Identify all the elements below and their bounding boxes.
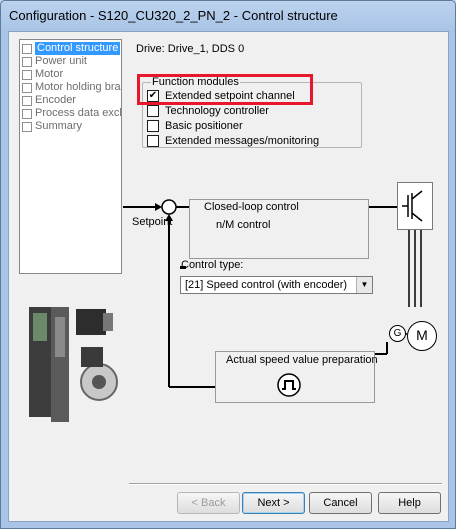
nav-item-power-unit[interactable]: Power unit (20, 55, 121, 68)
nav-item-encoder[interactable]: Encoder (20, 94, 121, 107)
checkbox-label: Extended messages/monitoring (165, 135, 320, 147)
product-images (21, 287, 121, 447)
function-modules-title: Function modules (151, 76, 240, 88)
checkbox-label: Technology controller (165, 105, 269, 117)
nav-checkbox (22, 70, 32, 80)
nav-item-label: Control structure (35, 42, 121, 55)
control-type-select[interactable]: [21] Speed control (with encoder) ▼ (180, 276, 373, 294)
closed-loop-title: Closed-loop control (204, 201, 299, 213)
diagram-lines (123, 199, 422, 388)
control-structure-diagram: Setpoint - Closed-loop control n/M contr… (117, 167, 447, 403)
actual-speed-label: Actual speed value preparation (226, 354, 378, 366)
button-separator (129, 483, 442, 485)
function-modules-group: Function modules ✔ Extended setpoint cha… (142, 76, 362, 148)
title-bar: Configuration - S120_CU320_2_PN_2 - Cont… (1, 1, 455, 31)
checkbox-box (147, 135, 159, 147)
drive-label: Drive: Drive_1, DDS 0 (136, 43, 245, 55)
encoder-symbol: G (389, 325, 406, 342)
nav-checkbox (22, 96, 32, 106)
setpoint-label: Setpoint (132, 216, 173, 228)
next-button[interactable]: Next > (242, 492, 305, 514)
cancel-button[interactable]: Cancel (309, 492, 372, 514)
nav-item-label: Motor holding brake (35, 81, 121, 93)
control-type-value: [21] Speed control (with encoder) (185, 279, 348, 291)
actual-speed-block: Actual speed value preparation (215, 351, 378, 403)
check-icon: ✔ (147, 90, 159, 102)
drive-hardware-image (29, 307, 118, 422)
nav-item-control-structure[interactable]: Control structure (20, 42, 121, 55)
nav-checkbox (22, 122, 32, 132)
control-type-label: Control type: (181, 259, 244, 271)
navigation-tree: Control structure Power unit Motor Motor… (19, 39, 122, 274)
checkbox-label: Basic positioner (165, 120, 243, 132)
dialog-client-area: Control structure Power unit Motor Motor… (8, 31, 449, 522)
nav-item-summary[interactable]: Summary (20, 120, 121, 133)
highlight-rectangle (137, 74, 313, 105)
back-button[interactable]: < Back (177, 492, 240, 514)
nav-item-label: Encoder (35, 94, 76, 106)
pulse-encoder-icon (277, 373, 301, 397)
checkbox-box (147, 120, 159, 132)
nav-item-label: Power unit (35, 55, 87, 67)
closed-loop-control-block: Closed-loop control n/M control (189, 199, 369, 259)
nav-checkbox (22, 44, 32, 54)
nav-item-label: Summary (35, 120, 83, 132)
help-button[interactable]: Help (378, 492, 441, 514)
nav-checkbox (22, 109, 32, 119)
window-title: Configuration - S120_CU320_2_PN_2 - Cont… (9, 8, 338, 23)
checkbox-label: Extended setpoint channel (165, 90, 295, 102)
nav-checkbox (22, 57, 32, 67)
closed-loop-mode: n/M control (216, 219, 271, 231)
checkbox-box (147, 105, 159, 117)
chevron-down-icon[interactable]: ▼ (356, 277, 372, 293)
motor-symbol: M (407, 321, 437, 351)
nav-item-label: Motor (35, 68, 64, 80)
nav-item-motor[interactable]: Motor (20, 68, 121, 81)
nav-item-motor-holding-brake[interactable]: Motor holding brake (20, 81, 121, 94)
nav-checkbox (22, 83, 32, 93)
igbt-icon (402, 190, 423, 222)
nav-item-label: Process data exchange (35, 107, 121, 119)
power-unit-block (397, 182, 433, 230)
nav-item-process-data-exchange[interactable]: Process data exchange (20, 107, 121, 120)
